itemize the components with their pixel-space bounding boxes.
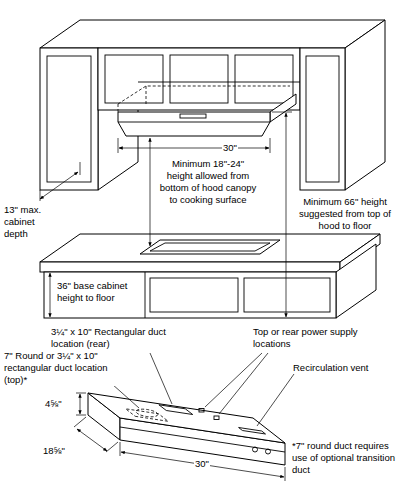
base-cabinet — [40, 234, 380, 318]
callout-label: 7" Round or 3¼" x 10" rectangular duct l… — [3, 350, 117, 386]
width-dimension — [118, 138, 270, 153]
footnote: *7" round duct requires use of optional … — [291, 440, 397, 476]
dimension-label: 30" — [222, 142, 238, 154]
callout-label: Top or rear power supply locations — [252, 326, 384, 350]
height-arrow — [272, 112, 292, 317]
clearance-note: Minimum 18"-24" height allowed from bott… — [157, 158, 259, 206]
clearance-arrow — [150, 138, 151, 246]
dimension-label: 36" base cabinet height to floor — [56, 280, 142, 304]
dimension-label: 13" max. cabinet depth — [3, 204, 55, 240]
dimension-label: 30" — [194, 458, 210, 470]
base-height-arrow — [50, 273, 51, 317]
callout-label: Recirculation vent — [292, 362, 370, 374]
dimension-label: 4⅝" — [44, 398, 63, 410]
dimension-label: 18⅝" — [42, 445, 66, 457]
hood-installed — [118, 86, 296, 136]
callout-label: 3¼" x 10" Rectangular duct location (rea… — [50, 326, 202, 350]
clearance-note: Minimum 66" height suggested from top of… — [293, 196, 397, 232]
depth-dimension — [40, 162, 80, 201]
